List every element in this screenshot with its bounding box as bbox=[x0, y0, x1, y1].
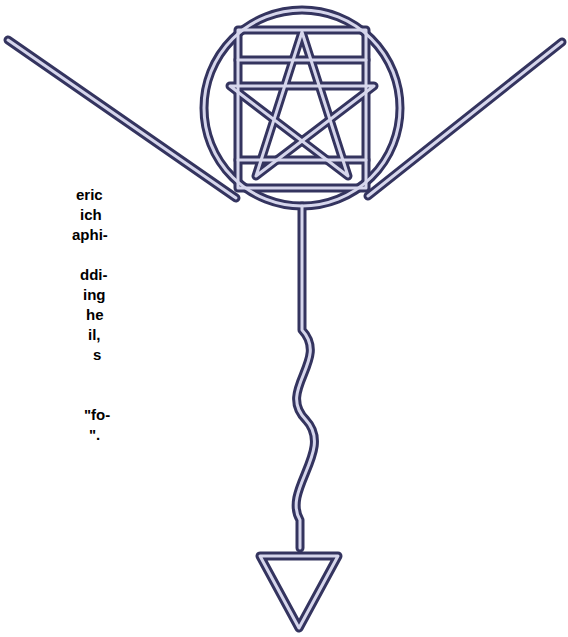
text-fragment: ". bbox=[89, 426, 100, 444]
text-fragment: ddi- bbox=[80, 266, 108, 284]
text-fragment: "fo- bbox=[84, 406, 110, 424]
sigil-outline bbox=[8, 10, 562, 628]
text-fragment: aphi- bbox=[72, 226, 108, 244]
text-fragment: eric bbox=[76, 186, 103, 204]
text-fragment: ich bbox=[80, 206, 102, 224]
text-fragment: s bbox=[93, 346, 101, 364]
text-fragment: il, bbox=[88, 326, 101, 344]
text-fragment: ing bbox=[83, 286, 106, 304]
text-fragment: he bbox=[86, 306, 104, 324]
sigil-highlight bbox=[8, 10, 562, 628]
